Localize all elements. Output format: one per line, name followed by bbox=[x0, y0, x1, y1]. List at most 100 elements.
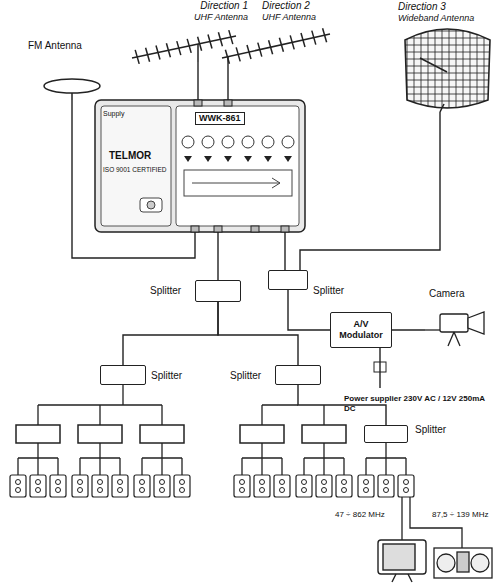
coax-cable bbox=[197, 62, 198, 100]
splitter-label: Splitter bbox=[230, 370, 261, 382]
amplifier-drawing-part-part bbox=[204, 156, 212, 162]
uhf-antenna-part bbox=[225, 50, 229, 64]
distribution-network-part bbox=[384, 488, 389, 493]
distribution-network-part bbox=[366, 443, 406, 475]
node-text: Camera bbox=[429, 288, 465, 300]
fm-antenna-part bbox=[71, 93, 73, 100]
distribution-network-part bbox=[140, 488, 145, 493]
distribution-network-part bbox=[78, 425, 122, 443]
amplifier-drawing-part-part bbox=[251, 226, 259, 232]
distribution-network-part bbox=[98, 480, 103, 485]
uhf-antenna-part bbox=[229, 30, 233, 44]
amplifier-drawing-part bbox=[95, 100, 305, 232]
amplifier-drawing-part bbox=[140, 198, 162, 212]
fm-antenna-part bbox=[44, 79, 100, 93]
distribution-network-part bbox=[16, 425, 60, 443]
tv-set-part bbox=[392, 574, 396, 582]
wideband-antenna-part-part bbox=[407, 18, 408, 116]
distribution-network-part bbox=[240, 480, 245, 485]
node-text: TELMOR bbox=[109, 150, 151, 162]
distribution-network-part bbox=[254, 475, 270, 497]
wideband-antenna-part bbox=[400, 18, 495, 116]
amplifier-drawing-part bbox=[191, 100, 289, 232]
splitter-label: Splitter bbox=[415, 424, 446, 436]
distribution-network-part bbox=[174, 475, 190, 497]
splitter-box: Splitter bbox=[195, 280, 241, 302]
distribution-network-part bbox=[78, 480, 83, 485]
amplifier-drawing-part bbox=[147, 201, 155, 209]
tv-set-part bbox=[378, 540, 426, 574]
distribution-network-part bbox=[404, 480, 409, 485]
distribution-network-part bbox=[118, 480, 123, 485]
wideband-antenna-part-part bbox=[400, 87, 495, 88]
wideband-antenna-part-part bbox=[400, 31, 495, 32]
amplifier-drawing-part bbox=[192, 178, 280, 188]
distribution-network-part bbox=[302, 425, 346, 443]
splitter-label: Splitter bbox=[313, 285, 344, 297]
distribution-network-part bbox=[260, 480, 265, 485]
uhf-antenna-part bbox=[247, 45, 251, 59]
amplifier-drawing-part bbox=[176, 106, 299, 226]
node-text: WWK-861 bbox=[195, 112, 245, 125]
wideband-antenna-part-part bbox=[400, 66, 495, 67]
distribution-network-part bbox=[322, 488, 327, 493]
distribution-network-part bbox=[80, 443, 120, 475]
amplifier-drawing-part-part bbox=[214, 226, 222, 232]
radio-set-part bbox=[457, 552, 469, 572]
distribution-network-part bbox=[56, 480, 61, 485]
node-text: Direction 1 bbox=[200, 0, 248, 12]
uhf-antenna-part bbox=[258, 43, 262, 57]
wideband-antenna bbox=[400, 18, 495, 116]
node-text: Wideband Antenna bbox=[398, 13, 474, 24]
distribution-network-part bbox=[30, 475, 46, 497]
camera-icon-part bbox=[454, 332, 460, 346]
distribution-network-part bbox=[240, 425, 284, 443]
camera-icon-part bbox=[448, 332, 454, 346]
fm-antenna bbox=[44, 79, 100, 100]
wideband-antenna-part-part bbox=[400, 38, 495, 39]
distribution-network-part bbox=[240, 488, 245, 493]
node-text: UHF Antenna bbox=[194, 12, 248, 23]
coax-cable bbox=[284, 232, 285, 270]
distribution-network-part bbox=[322, 480, 327, 485]
distribution-network-part bbox=[304, 443, 344, 475]
amplifier-drawing-part-part bbox=[182, 136, 194, 148]
splitter-label: Splitter bbox=[151, 370, 182, 382]
uhf-antenna-part bbox=[208, 35, 212, 49]
distribution-network-part bbox=[36, 488, 41, 493]
node-text: 87,5 ÷ 139 MHz bbox=[432, 510, 488, 520]
distribution-network-part bbox=[262, 405, 324, 425]
uhf-antenna-part bbox=[197, 44, 199, 62]
distribution-network-part bbox=[280, 480, 285, 485]
tv-set-part bbox=[408, 574, 412, 582]
distribution-network-part bbox=[358, 475, 374, 497]
antenna-node: FM Antenna bbox=[20, 40, 124, 100]
distribution-network-part bbox=[336, 475, 352, 497]
amplifier-drawing-part-part bbox=[194, 100, 202, 106]
amplifier-drawing-part bbox=[182, 136, 294, 148]
distribution-network-part bbox=[78, 488, 83, 493]
distribution-network-part bbox=[296, 475, 312, 497]
distribution-network-part bbox=[18, 443, 58, 475]
distribution-network-part bbox=[180, 480, 185, 485]
distribution-network-part bbox=[50, 475, 66, 497]
splitter-box: Splitter bbox=[275, 365, 321, 385]
node-text: FM Antenna bbox=[28, 40, 82, 52]
uhf-antenna-part bbox=[166, 43, 170, 57]
wideband-antenna-part-part bbox=[400, 52, 495, 53]
amplifier-drawing-part-part bbox=[262, 136, 274, 148]
distribution-network-part bbox=[342, 488, 347, 493]
distribution-network-part bbox=[342, 480, 347, 485]
modulator-box: A/V Modulator bbox=[330, 312, 392, 348]
amplifier-drawing-part bbox=[184, 156, 292, 162]
distribution-network-part bbox=[180, 488, 185, 493]
distribution-network-part bbox=[118, 488, 123, 493]
amplifier-drawing-part-part bbox=[202, 136, 214, 148]
amplifier-drawing-part-part bbox=[184, 156, 192, 162]
amplifier-drawing-part-part bbox=[282, 136, 294, 148]
distribution-network-part bbox=[274, 475, 290, 497]
node-text: Supply bbox=[103, 110, 124, 118]
distribution-network-part bbox=[160, 488, 165, 493]
receiver-cable-part bbox=[410, 497, 462, 548]
